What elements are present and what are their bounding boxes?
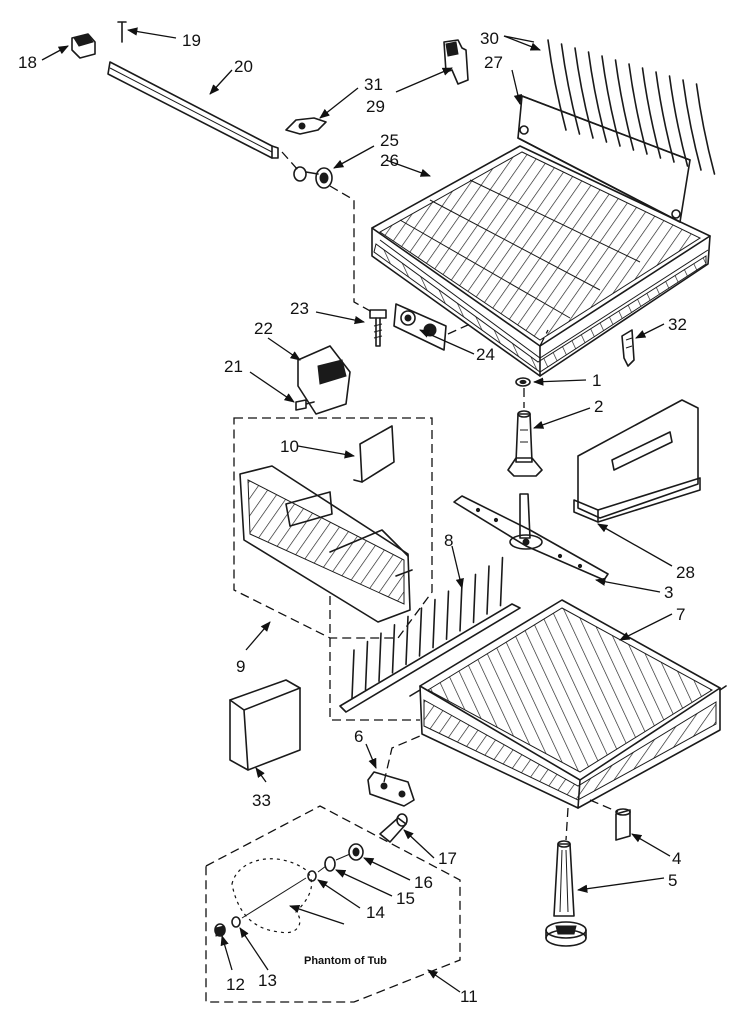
spacer-part-4	[615, 808, 631, 841]
callout-10: 10	[280, 437, 299, 456]
tine	[547, 39, 567, 131]
tine	[351, 649, 355, 699]
callout-29: 29	[366, 97, 385, 116]
tine	[418, 607, 423, 657]
tine	[378, 632, 382, 682]
lower-rack-part-7	[409, 599, 727, 809]
callout-12: 12	[226, 975, 245, 994]
tine	[587, 51, 608, 143]
tine	[364, 640, 369, 691]
phantom-of-tub-label: Phantom of Tub	[304, 955, 387, 967]
group-box-part-11	[205, 805, 461, 1003]
tine	[668, 75, 689, 167]
clip-part-32	[621, 329, 635, 367]
silverware-basket-part-28	[573, 399, 701, 523]
callout-13: 13	[258, 971, 277, 990]
callout-33: 33	[252, 791, 271, 810]
callout-15: 15	[396, 889, 415, 908]
tine	[574, 47, 594, 139]
tine	[695, 83, 716, 175]
callout-8: 8	[444, 531, 453, 550]
callout-labels: 18 19 20 30 27 31 29 25 26 23 22 24 32 2…	[18, 29, 695, 1006]
callout-20: 20	[234, 57, 253, 76]
mount-parts-21-24	[295, 303, 447, 415]
callout-26: 26	[380, 151, 399, 170]
tine	[560, 43, 581, 135]
callout-6: 6	[354, 727, 363, 746]
tine	[601, 55, 621, 147]
spray-tube-part-2	[507, 410, 543, 477]
fitting-parts-12-17	[214, 813, 408, 937]
callout-4: 4	[672, 849, 681, 868]
tine-row-part-8	[339, 556, 521, 713]
leader-lines	[41, 27, 673, 993]
spray-tower-part-5	[545, 840, 587, 947]
screw-part-19	[117, 21, 127, 43]
callout-18: 18	[18, 53, 37, 72]
callout-19: 19	[182, 31, 201, 50]
tine-row-part-30	[547, 39, 716, 175]
callout-24: 24	[476, 345, 495, 364]
callout-28: 28	[676, 563, 695, 582]
callout-9: 9	[236, 657, 245, 676]
callout-11: 11	[460, 987, 478, 1006]
callout-22: 22	[254, 319, 273, 338]
callout-17: 17	[438, 849, 457, 868]
wheel-part-25-26	[293, 166, 333, 189]
callout-2: 2	[594, 397, 603, 416]
tine	[682, 79, 702, 171]
tine	[445, 590, 450, 640]
bracket-part-6	[367, 771, 415, 807]
callout-1: 1	[592, 371, 601, 390]
upper-rack-part-26	[371, 145, 711, 377]
assembly-lines	[281, 151, 619, 841]
tine	[432, 598, 436, 649]
callout-32: 32	[668, 315, 687, 334]
tine	[472, 573, 477, 624]
tine	[486, 565, 490, 615]
tine	[614, 59, 635, 151]
tine	[459, 582, 463, 632]
callout-30: 30	[480, 29, 499, 48]
fold-down-rack-part-9	[239, 465, 413, 623]
callout-21: 21	[224, 357, 243, 376]
callout-25: 25	[380, 131, 399, 150]
callout-14: 14	[366, 903, 385, 922]
tine	[405, 615, 409, 666]
callout-27: 27	[484, 53, 503, 72]
callout-16: 16	[414, 873, 433, 892]
tine	[628, 63, 648, 155]
group-box-part-9	[233, 417, 433, 639]
callout-5: 5	[668, 871, 677, 890]
callout-23: 23	[290, 299, 309, 318]
track-rail-part-20	[107, 61, 279, 159]
callout-7: 7	[676, 605, 685, 624]
callout-31: 31	[364, 75, 383, 94]
tine	[499, 556, 504, 607]
tine	[641, 67, 662, 159]
tine	[391, 624, 396, 674]
tub-phantom-outline	[231, 858, 313, 934]
washer-part-1	[515, 377, 531, 387]
spray-arm-part-3	[453, 493, 609, 581]
comb-part-10	[353, 425, 395, 483]
end-cap-part-18	[71, 33, 96, 59]
small-basket-part-33	[229, 679, 301, 771]
callout-3: 3	[664, 583, 673, 602]
